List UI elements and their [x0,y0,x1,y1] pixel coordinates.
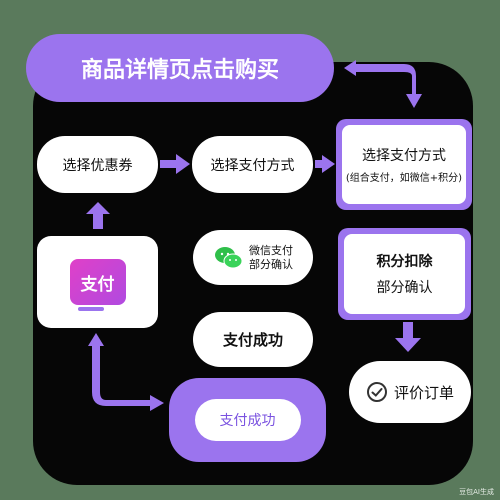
choose-payment-text: 选择支付方式 [210,157,295,174]
pay-success-center-text: 支付成功 [222,331,283,349]
title-text: 商品详情页点击购买 [80,58,279,83]
points-deduct-node: 积分扣除 部分确认 [338,228,471,320]
wechat-pay-line1: 微信支付 [249,243,293,257]
points-deduct-line2: 部分确认 [376,280,433,296]
pay-logo-card: 支付 [37,236,158,328]
pay-logo-text: 支付 [80,274,115,295]
pay-logo-icon: 支付 [69,259,126,311]
wechat-icon [215,246,243,268]
review-order-node: 评价订单 [349,361,471,423]
wechat-pay-line2: 部分确认 [249,257,293,271]
pay-success-center-node: 支付成功 [193,312,313,367]
pay-success-bottom-node: 支付成功 [169,378,326,462]
title-node: 商品详情页点击购买 [26,34,334,102]
check-circle-icon [366,382,387,402]
choose-coupon-text: 选择优惠券 [62,157,133,174]
choose-payment-detail-title: 选择支付方式 [362,148,446,164]
choose-payment-node: 选择支付方式 [192,136,313,193]
review-order-text: 评价订单 [393,383,454,402]
pay-success-bottom-text: 支付成功 [219,413,276,429]
choose-payment-detail-subtitle: (组合支付，如微信+积分) [345,173,463,184]
watermark: 豆包AI生成 [459,488,494,496]
points-deduct-line1: 积分扣除 [376,254,433,270]
choose-coupon-node: 选择优惠券 [37,136,158,193]
wechat-pay-node: 微信支付 部分确认 [193,230,313,285]
choose-payment-detail-node: 选择支付方式 (组合支付，如微信+积分) [336,119,472,210]
